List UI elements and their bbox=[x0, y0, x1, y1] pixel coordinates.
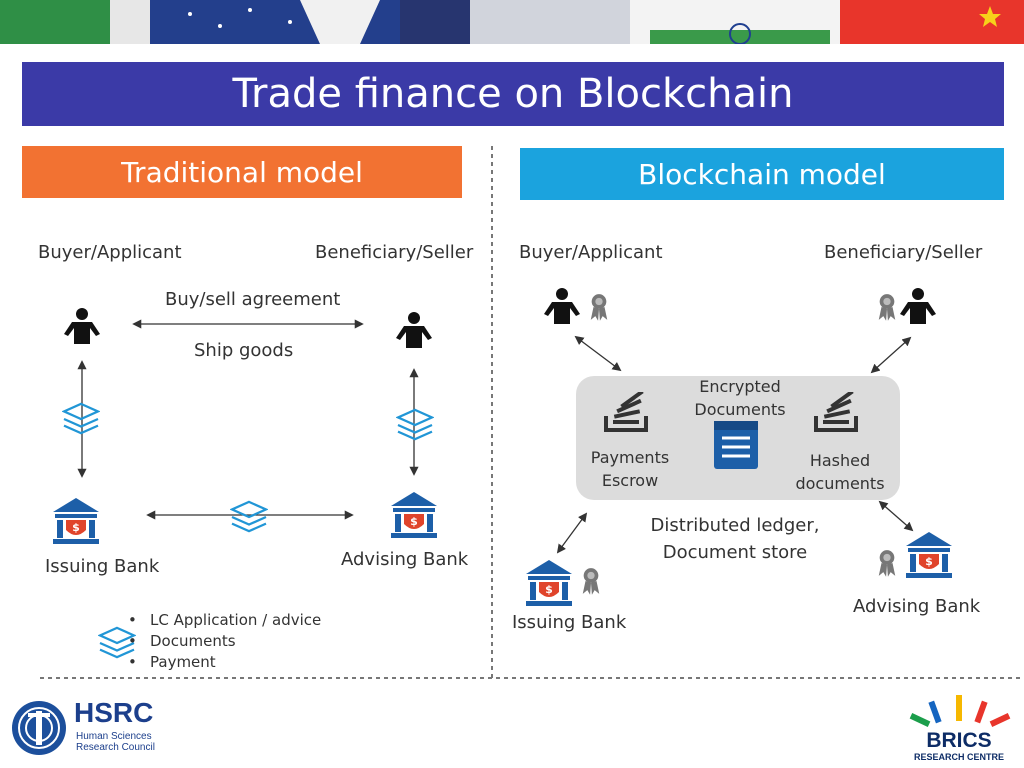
bc-seller-award-icon bbox=[878, 294, 896, 321]
trad-layers-left-icon bbox=[62, 402, 100, 435]
hsrc-emblem-icon bbox=[12, 701, 66, 755]
payments-escrow-label: Payments Escrow bbox=[590, 448, 670, 490]
distributed-ledger-label: Distributed ledger, Document store bbox=[650, 515, 820, 563]
hsrc-line-1: Human Sciences bbox=[76, 731, 152, 742]
bc-issuing-bank-icon bbox=[526, 560, 572, 606]
trad-layers-bottom-icon bbox=[230, 500, 268, 533]
bc-issuing-bank-label: Issuing Bank bbox=[512, 612, 627, 633]
bc-advising-bank-label: Advising Bank bbox=[853, 596, 981, 617]
trad-issuing-bank-icon bbox=[53, 498, 99, 544]
legend-item-documents: Documents bbox=[128, 631, 321, 652]
bc-advising-bank-icon bbox=[906, 532, 952, 578]
legend-list: LC Application / advice Documents Paymen… bbox=[128, 610, 321, 673]
bc-buyer-award-icon bbox=[590, 294, 608, 321]
brics-sub: RESEARCH CENTRE bbox=[913, 752, 1004, 762]
trad-agreement-label: Buy/sell agreement bbox=[165, 289, 341, 310]
traditional-model-heading: Traditional model bbox=[22, 146, 462, 198]
bc-seller-label: Beneficiary/Seller bbox=[824, 242, 983, 263]
trad-buyer-label: Buyer/Applicant bbox=[38, 242, 182, 263]
bc-buyer-label: Buyer/Applicant bbox=[519, 242, 663, 263]
trad-issuing-bank-label: Issuing Bank bbox=[45, 556, 160, 577]
blockchain-model-heading: Blockchain model bbox=[520, 148, 1004, 200]
trad-seller-person-icon bbox=[396, 312, 432, 348]
flags-banner bbox=[0, 0, 1024, 44]
legend-item-lc: LC Application / advice bbox=[128, 610, 321, 631]
payments-escrow-stack-icon bbox=[604, 392, 648, 432]
encrypted-documents-label: Encrypted Documents bbox=[694, 377, 786, 419]
bc-buyer-person-icon bbox=[544, 288, 580, 324]
dividers bbox=[40, 146, 1022, 679]
bc-advising-award-icon bbox=[878, 550, 896, 577]
brics-logo: BRICS RESEARCH CENTRE bbox=[900, 693, 1018, 765]
trad-ship-label: Ship goods bbox=[194, 340, 294, 361]
encrypted-documents-icon bbox=[714, 421, 758, 469]
trad-layers-right-icon bbox=[396, 408, 434, 441]
blockchain-diagram bbox=[526, 288, 952, 606]
hashed-documents-label: Hashed documents bbox=[795, 451, 885, 493]
hsrc-line-2: Research Council bbox=[76, 742, 155, 753]
trad-advising-bank-icon bbox=[391, 492, 437, 538]
bc-seller-person-icon bbox=[900, 288, 936, 324]
trad-advising-bank-label: Advising Bank bbox=[341, 549, 469, 570]
brics-name: BRICS bbox=[926, 729, 992, 752]
brics-rays-icon bbox=[909, 695, 1011, 727]
slide-title: Trade finance on Blockchain bbox=[22, 62, 1004, 126]
legend-item-payment: Payment bbox=[128, 652, 321, 673]
traditional-diagram bbox=[53, 308, 437, 659]
trad-seller-label: Beneficiary/Seller bbox=[315, 242, 474, 263]
hsrc-name: HSRC bbox=[74, 697, 154, 728]
trad-buyer-person-icon bbox=[64, 308, 100, 344]
hsrc-logo: HSRC Human Sciences Research Council bbox=[10, 697, 180, 759]
bc-issuing-award-icon bbox=[582, 568, 600, 595]
hashed-documents-stack-icon bbox=[814, 392, 858, 432]
